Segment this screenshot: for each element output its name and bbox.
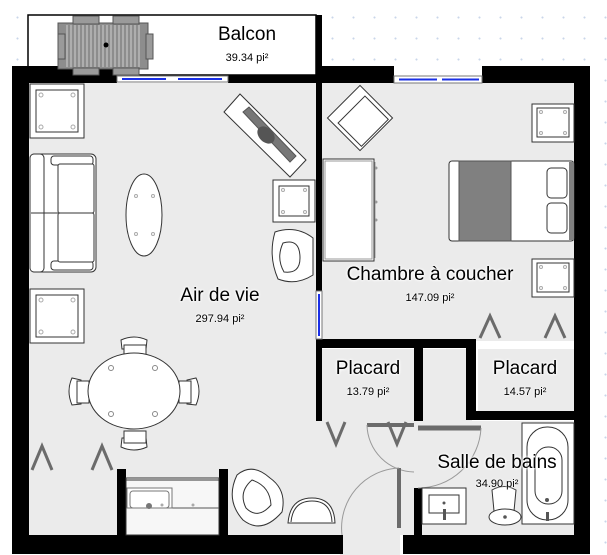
room-label-placard-2[interactable]: Placard 14.57 pi²	[493, 358, 557, 399]
window-interior[interactable]	[315, 290, 323, 340]
window-balcony-door[interactable]	[116, 75, 229, 83]
bifold-door-bedroom-closet[interactable]	[478, 312, 567, 339]
room-area: 13.79 pi²	[346, 386, 390, 398]
armchair-icon[interactable]	[231, 468, 284, 527]
room-name: Air de vie	[180, 285, 260, 306]
end-table-icon[interactable]	[29, 83, 85, 139]
end-table-icon[interactable]	[29, 288, 85, 344]
room-area: 297.94 pi²	[195, 313, 245, 325]
sink-icon[interactable]	[126, 487, 195, 509]
patio-table-icon[interactable]	[57, 15, 154, 76]
toilet-icon[interactable]	[488, 486, 522, 526]
door-entry[interactable]	[341, 467, 401, 536]
pillow-icon	[546, 202, 568, 234]
armchair-icon[interactable]	[326, 84, 394, 152]
room-name: Placard	[335, 358, 401, 379]
floor-placard-2[interactable]	[478, 349, 574, 411]
room-name: Salle de bains	[437, 452, 557, 473]
nightstand-icon[interactable]	[531, 103, 575, 143]
room-area: 14.57 pi²	[503, 386, 547, 398]
pillow-icon	[546, 167, 568, 199]
desk-icon[interactable]	[322, 158, 378, 262]
room-name: Balcon	[217, 24, 277, 45]
bifold-door-living-1[interactable]	[30, 442, 114, 471]
bathtub-icon[interactable]	[521, 422, 575, 525]
bifold-door-placard-1[interactable]	[325, 421, 408, 448]
room-area: 34.90 pi²	[475, 478, 519, 490]
room-label-balcon[interactable]: Balcon 39.34 pi²	[218, 24, 276, 65]
room-area: 147.09 pi²	[405, 292, 455, 304]
bathroom-vanity-icon[interactable]	[421, 487, 467, 525]
round-dining-table-icon[interactable]	[87, 352, 181, 430]
floor-placard-1[interactable]	[322, 349, 414, 421]
room-label-chambre[interactable]: Chambre à coucher 147.09 pi²	[347, 264, 514, 305]
doors	[30, 312, 567, 536]
tub-chair-icon[interactable]	[271, 229, 314, 283]
room-label-salle-de-bains[interactable]: Salle de bains 34.90 pi²	[437, 452, 556, 491]
walls	[12, 15, 590, 554]
room-name: Chambre à coucher	[346, 264, 514, 285]
room-label-air-de-vie[interactable]: Air de vie 297.94 pi²	[180, 285, 259, 326]
door-passage[interactable]	[366, 423, 482, 489]
room-area: 39.34 pi²	[225, 52, 269, 64]
floor-passage[interactable]	[414, 349, 472, 421]
end-table-icon[interactable]	[272, 179, 316, 223]
nightstand-icon[interactable]	[531, 258, 575, 298]
windows	[116, 75, 483, 340]
room-label-placard-1[interactable]: Placard 13.79 pi²	[336, 358, 400, 399]
sofa-icon[interactable]	[29, 153, 97, 273]
oval-coffee-table-icon[interactable]	[125, 173, 163, 257]
tv-stand-icon[interactable]	[223, 93, 307, 178]
floor-entry-gap	[340, 535, 400, 555]
half-round-table-icon[interactable]	[287, 497, 336, 524]
room-name: Placard	[492, 358, 558, 379]
window-bedroom[interactable]	[393, 75, 483, 84]
double-bed-icon[interactable]	[448, 160, 575, 242]
furniture	[29, 15, 575, 536]
